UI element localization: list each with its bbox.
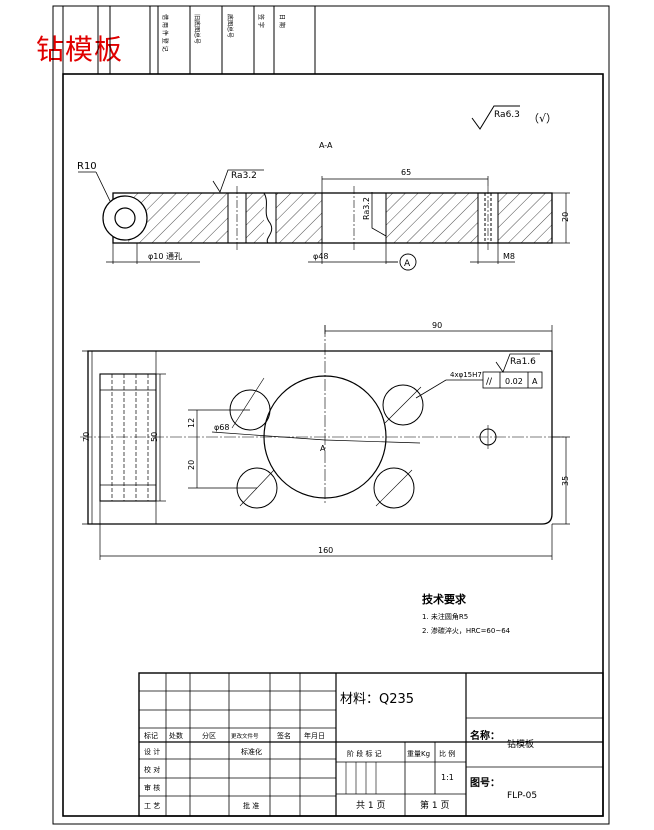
drawing-title: 钻模板: [36, 33, 124, 66]
rev-header: 处数: [169, 731, 183, 740]
plan-view: 90 Ra1.6 4xφ15H7 // 0.02 A 70 50: [80, 321, 570, 560]
section-label: A-A: [319, 141, 333, 150]
tech-item: 2. 渗碳淬火，HRC=60~64: [422, 626, 511, 635]
sheets-total: 共 1 页: [356, 800, 385, 811]
general-roughness-paren: （√）: [528, 112, 557, 125]
approve-label: 批 准: [243, 801, 259, 810]
tech-heading: 技术要求: [422, 592, 467, 606]
datum-label: A: [404, 259, 411, 269]
scale-value: 1:1: [441, 773, 454, 782]
dim-160: 160: [318, 546, 333, 555]
datum-circle: [399, 253, 417, 271]
name-label: 名称：: [470, 729, 500, 742]
center-label: A: [320, 444, 326, 453]
main-bore: [263, 375, 387, 499]
title-block: [138, 672, 604, 817]
binding-strip-label: 底图总号: [226, 14, 234, 38]
bore-diameter: φ48: [313, 252, 328, 261]
outer-border: [52, 5, 610, 825]
binding-strip-label: 签 字: [257, 14, 265, 28]
end-block: [99, 373, 157, 502]
dim-20: 20: [187, 460, 196, 470]
stage-label: 阶 段 标 记: [347, 749, 382, 758]
drill-hole: [382, 384, 424, 426]
roughness-top: Ra3.2: [231, 171, 257, 181]
section-hatch: [386, 193, 478, 243]
hole-callout: 4xφ15H7: [450, 371, 482, 379]
material: 材料：Q235: [340, 692, 414, 707]
thread-label: M8: [503, 252, 515, 261]
binding-strip-label: 借 用 件 登 记: [161, 14, 169, 52]
standardize-label: 标准化: [241, 747, 262, 756]
drawing-no-value: FLP-05: [507, 791, 537, 801]
inner-border: [62, 73, 604, 817]
dim-50: 50: [150, 432, 159, 442]
plan-outline: [87, 350, 553, 525]
tech-item: 1. 未注圆角R5: [422, 612, 468, 621]
radius-label: R10: [77, 161, 97, 172]
rev-header: 更改文件号: [231, 732, 259, 740]
through-hole: [114, 207, 136, 229]
drawing-no-label: 图号：: [470, 777, 500, 789]
rev-header: 标记: [144, 731, 158, 740]
tolerance-symbol: //: [486, 377, 493, 387]
role-label: 设 计: [144, 747, 160, 756]
rev-header: 年月日: [304, 731, 325, 740]
name-value: 钻模板: [507, 738, 534, 750]
general-roughness: Ra6.3 （√）: [471, 105, 557, 130]
section-hatch: [276, 193, 322, 243]
drill-hole: [373, 467, 415, 509]
role-label: 审 核: [144, 783, 160, 792]
tolerance-value: 0.02: [505, 377, 523, 386]
section-hatch: [498, 193, 552, 243]
roughness-bore: Ra3.2: [362, 197, 371, 220]
binding-strip-label: 日 期: [278, 14, 286, 28]
role-label: 校 对: [144, 765, 160, 774]
section-view: R10 Ra3.2 Ra3.2 65 20: [77, 161, 570, 271]
rev-header: 分区: [202, 731, 216, 740]
bolt-circle: φ68: [214, 423, 229, 432]
dim-90: 90: [432, 321, 442, 330]
dim-width: 65: [401, 168, 411, 177]
dim-12: 12: [187, 418, 196, 428]
stage-label: 重量Kg: [407, 750, 430, 758]
plan-roughness: Ra1.6: [510, 357, 536, 367]
binding-strip-label: 旧底图总号: [193, 14, 201, 44]
section-hatch: [246, 193, 264, 243]
technical-requirements: 技术要求 1. 未注圆角R5 2. 渗碳淬火，HRC=60~64: [422, 592, 511, 635]
general-roughness-value: Ra6.3: [494, 110, 520, 120]
role-label: 工 艺: [144, 802, 160, 810]
dim-thickness: 20: [561, 212, 570, 222]
stage-label: 比 例: [439, 749, 455, 758]
hole-note: φ10 通孔: [148, 251, 182, 261]
binding-strip: [62, 6, 316, 74]
tolerance-datum: A: [532, 377, 538, 386]
dim-35: 35: [561, 476, 570, 486]
sheet-number: 第 1 页: [420, 799, 449, 811]
rev-header: 签名: [277, 731, 291, 740]
dim-70: 70: [82, 432, 91, 442]
